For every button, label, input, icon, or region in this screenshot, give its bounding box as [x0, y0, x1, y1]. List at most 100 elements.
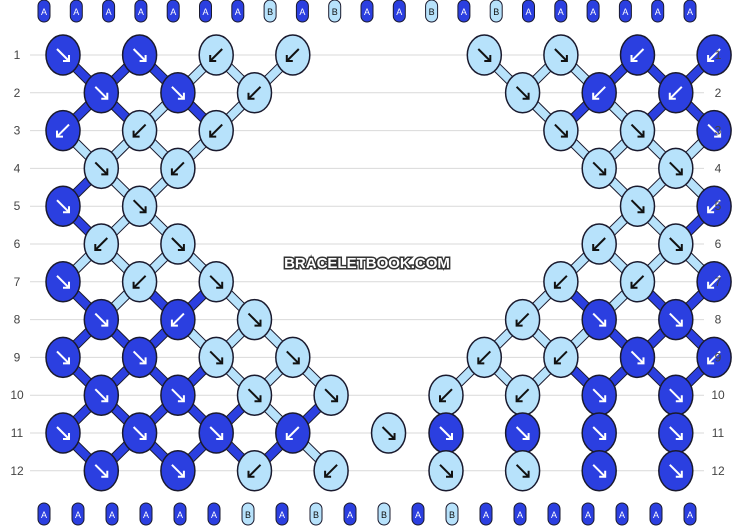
- knot: [581, 412, 617, 454]
- string-label-bottom: A: [75, 510, 81, 520]
- arrow-head: [292, 357, 300, 365]
- arrow-sw-icon: [554, 275, 568, 289]
- knot: [83, 298, 120, 341]
- knot: [275, 34, 311, 76]
- row-number-left: 1: [14, 48, 21, 62]
- row-number-left: 7: [14, 275, 21, 289]
- arrow-head: [139, 357, 147, 365]
- string-end-bottom: [377, 502, 391, 526]
- string-label-bottom: A: [517, 510, 523, 520]
- arrow-head: [101, 92, 109, 100]
- knot: [275, 412, 311, 454]
- arrow-head: [63, 433, 70, 440]
- arrow-head: [675, 168, 683, 176]
- arrow-head: [637, 357, 645, 365]
- arrow-se-icon: [171, 464, 185, 478]
- string-label-bottom: A: [687, 510, 693, 520]
- arrow-sw-icon: [132, 123, 147, 138]
- knot: [696, 336, 732, 379]
- arrow-head: [592, 92, 600, 100]
- string-label-bottom: A: [551, 510, 557, 520]
- knot: [198, 109, 234, 152]
- knot: [504, 298, 541, 341]
- string-label-top: A: [558, 7, 564, 17]
- string-label-bottom: A: [41, 510, 47, 520]
- arrow-sw-icon: [247, 86, 262, 100]
- arrow-head: [522, 92, 530, 100]
- string-end-bottom: [411, 502, 425, 526]
- knot: [696, 185, 732, 227]
- string-end-top: [554, 0, 568, 23]
- string-end-top: [328, 0, 342, 23]
- arrow-se-icon: [94, 161, 109, 176]
- arrow-head: [209, 55, 217, 62]
- row-number-right: 12: [711, 464, 725, 478]
- knot: [121, 412, 158, 454]
- string-end-bottom: [479, 502, 493, 526]
- arrow-head: [139, 55, 147, 62]
- string-label-top: A: [41, 7, 47, 17]
- arrow-se-icon: [669, 237, 683, 251]
- string-label-top: A: [299, 7, 305, 17]
- knot: [428, 450, 464, 492]
- string-label-bottom: A: [653, 510, 659, 520]
- arrow-sw-icon: [707, 350, 721, 365]
- knot: [45, 185, 81, 227]
- string-end-bottom: [547, 502, 561, 526]
- arrow-head: [675, 470, 683, 478]
- knot: [504, 450, 541, 492]
- string-label-bottom: B: [245, 510, 251, 520]
- arrow-head: [675, 395, 683, 403]
- knot: [160, 147, 196, 190]
- knot: [658, 72, 694, 114]
- arrow-sw-icon: [515, 388, 530, 402]
- string-end-bottom: [139, 502, 153, 526]
- row-number-right: 8: [715, 313, 722, 327]
- arrow-sw-icon: [515, 312, 530, 327]
- string-end-top: [651, 0, 665, 23]
- arrow-se-icon: [669, 388, 683, 402]
- string-end-bottom: [241, 502, 255, 526]
- knot: [160, 374, 196, 416]
- row-number-left: 11: [11, 426, 24, 440]
- knot: [83, 374, 120, 416]
- row-number-right: 3: [715, 124, 722, 138]
- string-label-bottom: B: [381, 510, 387, 520]
- knot: [619, 336, 656, 379]
- string-end-bottom: [37, 502, 51, 526]
- knot: [543, 34, 579, 76]
- string-end-bottom: [513, 502, 527, 526]
- knot: [543, 109, 579, 152]
- arrow-head: [707, 55, 715, 62]
- knot: [121, 261, 158, 303]
- knot: [466, 34, 503, 76]
- arrow-se-icon: [132, 426, 147, 440]
- knot: [581, 374, 617, 416]
- arrow-se-icon: [477, 48, 492, 62]
- string-label-top: A: [590, 7, 596, 17]
- knot: [619, 261, 656, 303]
- arrow-se-icon: [56, 350, 70, 365]
- arrow-head: [177, 395, 185, 403]
- knot: [581, 223, 617, 265]
- string-label-top: A: [73, 7, 79, 17]
- string-label-top: A: [525, 7, 531, 17]
- knot: [160, 298, 196, 341]
- string-label-bottom: A: [619, 510, 625, 520]
- arrow-head: [553, 357, 561, 365]
- string-label-bottom: A: [143, 510, 149, 520]
- arrow-head: [63, 281, 70, 289]
- knot: [619, 109, 656, 152]
- string-end-bottom: [105, 502, 119, 526]
- arrow-head: [707, 281, 715, 289]
- arrow-head: [216, 357, 224, 365]
- string-label-bottom: A: [211, 510, 217, 520]
- arrow-head: [484, 55, 492, 62]
- knot: [581, 298, 617, 341]
- knot: [198, 412, 234, 454]
- arrow-se-icon: [381, 426, 396, 440]
- knot: [658, 412, 694, 454]
- knot: [658, 298, 694, 341]
- knot: [236, 72, 273, 114]
